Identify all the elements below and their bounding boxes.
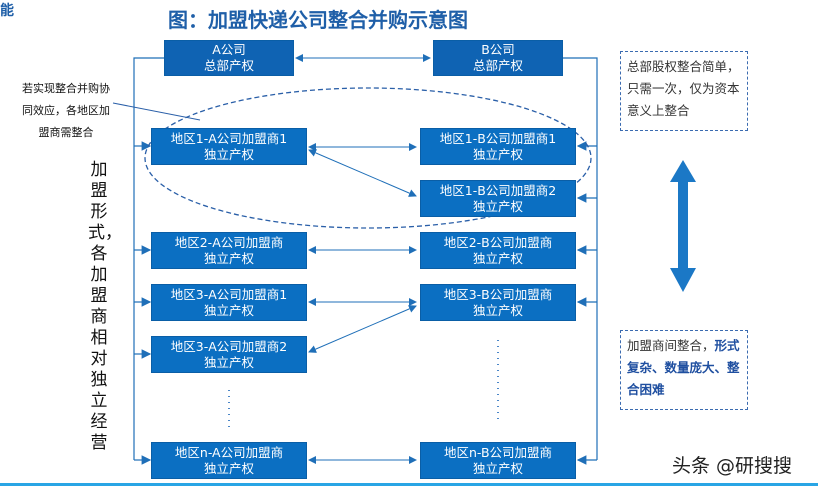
region3-b-franchisee: 地区3-B公司加盟商 独立产权	[420, 284, 576, 321]
left-tree-line	[133, 57, 164, 460]
a-company-hq-line1: A公司	[212, 42, 246, 57]
franchisee-line2: 独立产权	[472, 198, 523, 214]
cutoff-heading: 能	[0, 3, 14, 19]
region3-a-franchisee-1: 地区3-A公司加盟商1 独立产权	[151, 284, 307, 321]
region3-a-franchisee-2: 地区3-A公司加盟商2 独立产权	[151, 336, 307, 373]
franchisee-line1: 地区1-B公司加盟商1	[439, 130, 557, 146]
integration-side-note: 若实现整合并购协同效应，各地区加盟商需整合	[22, 82, 110, 139]
hq-integration-note-text: 总部股权整合简单，只需一次，仅为资本意义上整合	[627, 59, 740, 118]
region1-b-franchisee-2: 地区1-B公司加盟商2 独立产权	[420, 180, 576, 217]
franchisee-line1: 地区1-B公司加盟商2	[439, 182, 557, 198]
region1-b-franchisee-1: 地区1-B公司加盟商1 独立产权	[420, 128, 576, 165]
watermark: 头条 @研搜搜	[672, 455, 793, 477]
region1-highlight-ellipse	[144, 87, 592, 229]
b-company-hq-box: B公司 总部产权	[433, 40, 563, 76]
vertical-franchise-label: 加盟形式，各加盟商相对独立经营	[88, 160, 122, 453]
franchisee-line1: 地区n-B公司加盟商	[443, 444, 553, 460]
hq-integration-note: 总部股权整合简单，只需一次，仅为资本意义上整合	[620, 51, 748, 131]
franchisee-line1: 地区3-A公司加盟商2	[170, 338, 288, 354]
franchisee-line2: 独立产权	[203, 460, 254, 476]
franchisee-line2: 独立产权	[472, 250, 523, 266]
note-pointer-line	[112, 102, 201, 121]
b-company-hq-line2: 总部产权	[472, 58, 523, 73]
franchisee-line1: 地区2-B公司加盟商	[443, 234, 553, 250]
regionn-a-franchisee: 地区n-A公司加盟商 独立产权	[151, 442, 307, 479]
link-r3-diag	[308, 305, 417, 353]
franchisee-line2: 独立产权	[203, 354, 254, 370]
b-company-hq-line1: B公司	[481, 42, 515, 57]
region2-a-franchisee: 地区2-A公司加盟商 独立产权	[151, 232, 307, 269]
region1-a-franchisee-1: 地区1-A公司加盟商1 独立产权	[151, 128, 307, 165]
franchisee-line1: 地区n-A公司加盟商	[174, 444, 284, 460]
franchisee-line1: 地区2-A公司加盟商	[174, 234, 284, 250]
region2-b-franchisee: 地区2-B公司加盟商 独立产权	[420, 232, 576, 269]
franchisee-line2: 独立产权	[203, 302, 254, 318]
link-r1-diag	[308, 149, 417, 197]
franchisee-note-bold: 形式复杂、数量庞大、整合困难	[627, 338, 740, 397]
franchisee-line2: 独立产权	[203, 146, 254, 162]
a-company-hq-box: A公司 总部产权	[164, 40, 294, 76]
a-company-hq-line2: 总部产权	[203, 58, 254, 73]
regionn-b-franchisee: 地区n-B公司加盟商 独立产权	[420, 442, 576, 479]
franchisee-line1: 地区3-B公司加盟商	[443, 286, 553, 302]
franchisee-line2: 独立产权	[472, 302, 523, 318]
franchisee-line2: 独立产权	[203, 250, 254, 266]
franchisee-line2: 独立产权	[472, 460, 523, 476]
bottom-accent-line	[0, 483, 818, 486]
franchisee-line1: 地区1-A公司加盟商1	[170, 130, 288, 146]
franchisee-line2: 独立产权	[472, 146, 523, 162]
franchisee-note-plain: 加盟商间整合，	[627, 338, 715, 353]
diagram-title: 图：加盟快递公司整合并购示意图	[168, 8, 468, 32]
franchisee-integration-note: 加盟商间整合，形式复杂、数量庞大、整合困难	[620, 330, 748, 410]
vertical-double-arrow	[670, 160, 696, 292]
right-tree-line	[562, 57, 598, 460]
franchisee-line1: 地区3-A公司加盟商1	[170, 286, 288, 302]
